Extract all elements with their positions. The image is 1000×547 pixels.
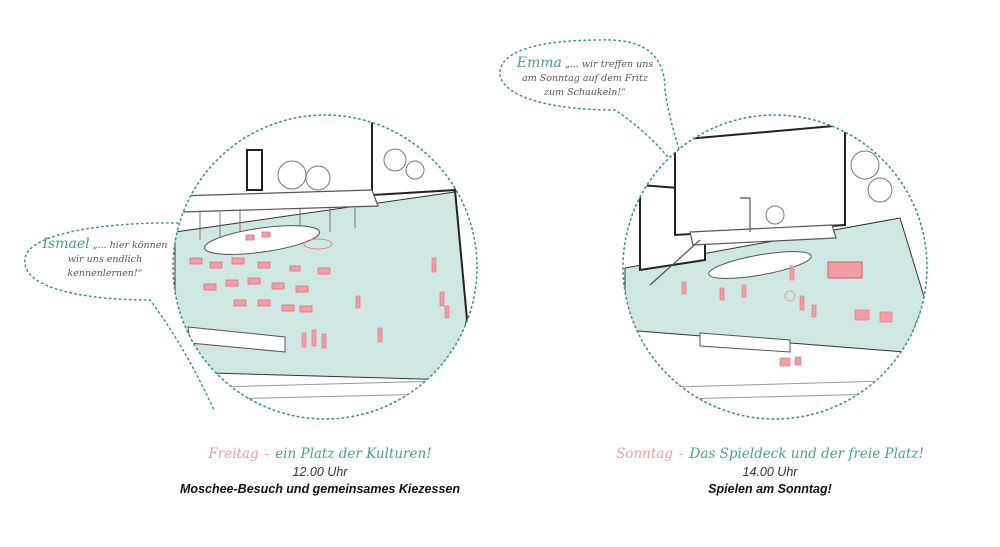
caption-heading: ein Platz der Kulturen! bbox=[275, 446, 432, 462]
speech-line: „... wir treffen uns bbox=[564, 59, 654, 70]
caption-activity: Moschee-Besuch und gemeinsames Kiezessen bbox=[180, 482, 460, 496]
caption-time: 14.00 Uhr bbox=[742, 465, 798, 479]
scene-circle-right bbox=[622, 114, 928, 420]
speech-line: am Sonntag auf dem Fritz bbox=[522, 73, 648, 84]
speech-line: „... hier können bbox=[92, 240, 168, 251]
scene-sunday bbox=[499, 39, 928, 420]
speech-bubble-outline-left bbox=[24, 222, 215, 411]
scene-circle-left bbox=[172, 114, 478, 420]
speech-line: zum Schaukeln!“ bbox=[543, 87, 627, 98]
speech-bubble-right: Emma „... wir treffen uns am Sonntag auf… bbox=[510, 56, 660, 100]
caption-friday: Freitag-ein Platz der Kulturen! 12.00 Uh… bbox=[170, 446, 470, 496]
caption-title: Sonntag-Das Spieldeck und der freie Plat… bbox=[610, 446, 930, 462]
speaker-name: Ismael bbox=[42, 236, 90, 252]
speech-line: wir uns endlich bbox=[67, 254, 143, 265]
caption-separator: - bbox=[264, 446, 270, 462]
caption-sunday: Sonntag-Das Spieldeck und der freie Plat… bbox=[610, 446, 930, 496]
speech-bubble-outline-right bbox=[499, 39, 701, 213]
caption-heading: Das Spieldeck und der freie Platz! bbox=[689, 446, 924, 462]
speech-line: kennenlernen!“ bbox=[67, 268, 143, 279]
caption-time: 12.00 Uhr bbox=[292, 465, 348, 479]
caption-activity: Spielen am Sonntag! bbox=[708, 482, 832, 496]
speech-bubble-left: Ismael „... hier können wir uns endlich … bbox=[35, 237, 175, 281]
caption-day: Freitag bbox=[208, 446, 259, 462]
caption-separator: - bbox=[678, 446, 684, 462]
caption-day: Sonntag bbox=[616, 446, 673, 462]
speaker-name: Emma bbox=[516, 55, 562, 71]
caption-title: Freitag-ein Platz der Kulturen! bbox=[170, 446, 470, 462]
